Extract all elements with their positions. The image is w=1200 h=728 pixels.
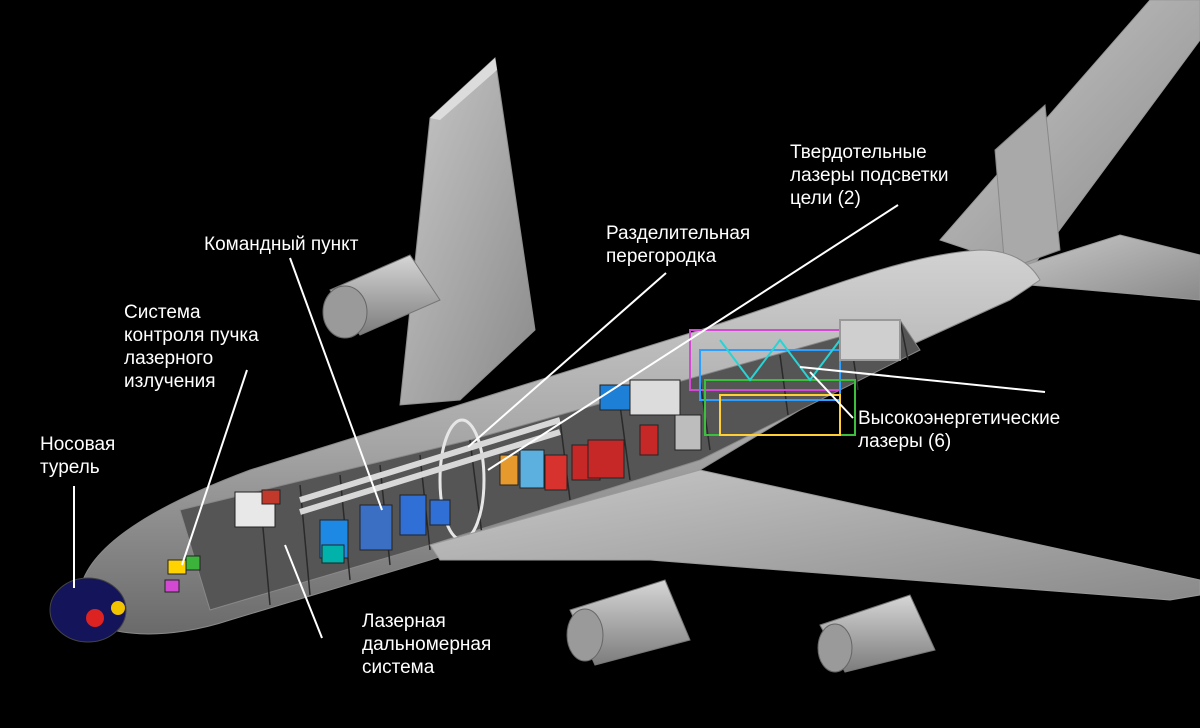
leader-line-illumination	[487, 204, 899, 471]
beam-tubes	[299, 417, 561, 515]
lower-engine-outer	[817, 594, 936, 673]
label-nose-turret: Носовая турель	[40, 434, 116, 478]
leader-line-high-energy-2	[799, 366, 1046, 393]
leader-line-beam-control	[181, 369, 248, 566]
lower-engine-inner	[566, 579, 691, 666]
vertical-stabilizer	[939, 0, 1200, 271]
turret-window	[86, 609, 104, 627]
leader-line-rangefinder	[284, 544, 323, 639]
leader-lines	[73, 204, 1046, 639]
leader-line-command-post	[289, 257, 383, 511]
nose-turret-shape	[49, 577, 127, 643]
upper-wing-tip	[430, 58, 497, 120]
equipment	[164, 379, 702, 593]
label-illumination-lasers: Твердотельные лазеры подсветки цели (2)	[790, 142, 949, 209]
leader-line-high-energy	[809, 371, 854, 419]
label-rangefinder: Лазерная дальномерная система	[362, 611, 492, 678]
leader-line-bulkhead	[467, 272, 667, 448]
laser-modules	[689, 319, 901, 436]
label-command-post: Командный пункт	[204, 234, 359, 255]
label-bulkhead: Разделительная перегородка	[606, 223, 751, 267]
horizontal-stabilizer-upper	[994, 103, 1061, 271]
upper-wing	[399, 56, 536, 406]
turret-lens	[111, 601, 125, 615]
upper-engine	[322, 254, 441, 339]
label-high-energy-lasers: Высокоэнергетические лазеры (6)	[858, 408, 1061, 452]
lower-wing	[429, 469, 1200, 601]
label-beam-control: Система контроля пучка лазерного излучен…	[124, 302, 259, 392]
